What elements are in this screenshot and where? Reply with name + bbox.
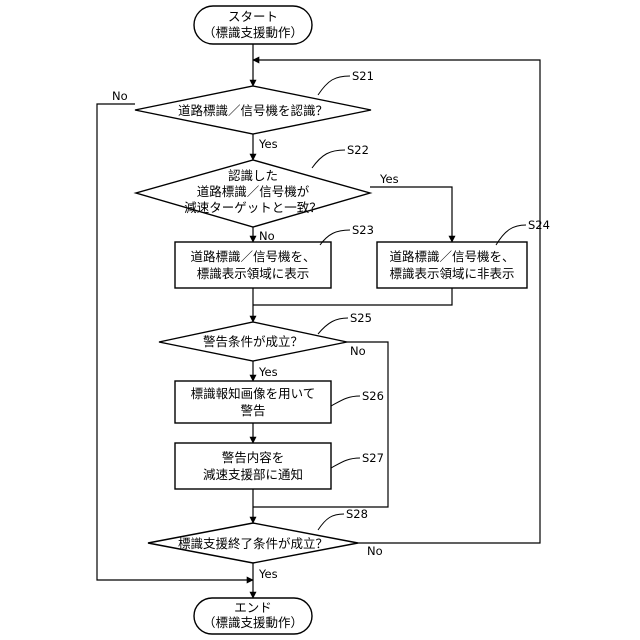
start-terminal: スタート （標識支援動作） <box>194 6 312 44</box>
s26-ref: S26 <box>362 389 384 403</box>
decision-s21: 道路標識／信号機を認識？ <box>135 86 371 134</box>
process-s23-text-1: 道路標識／信号機を、 <box>190 249 315 264</box>
s24-ref: S24 <box>528 218 550 232</box>
s28-yes-label: Yes <box>258 567 278 581</box>
s28-leader <box>318 514 344 530</box>
s22-ref: S22 <box>347 143 369 157</box>
s21-no-label: No <box>112 89 128 103</box>
s27-leader <box>331 458 360 468</box>
s28-ref: S28 <box>346 507 368 521</box>
decision-s21-text: 道路標識／信号機を認識？ <box>178 103 328 118</box>
process-s27: 警告内容を 減速支援部に通知 <box>175 443 331 489</box>
s25-yes-label: Yes <box>258 365 278 379</box>
s27-ref: S27 <box>362 451 384 465</box>
process-s26-text-2: 警告 <box>240 403 265 418</box>
s26-leader <box>331 396 360 406</box>
connectors <box>97 44 540 598</box>
s28-no-label: No <box>367 544 383 558</box>
s22-yes-label: Yes <box>379 172 399 186</box>
process-s24-text-2: 標識表示領域に非表示 <box>389 266 514 281</box>
process-s24-text-1: 道路標識／信号機を、 <box>389 249 514 264</box>
process-s26: 標識報知画像を用いて 警告 <box>175 381 331 423</box>
process-s26-text-1: 標識報知画像を用いて <box>191 386 316 401</box>
s22-leader <box>312 150 345 168</box>
s21-yes-label: Yes <box>258 137 278 151</box>
s21-leader <box>318 76 350 95</box>
s21-ref: S21 <box>352 69 374 83</box>
s25-leader <box>318 318 348 334</box>
process-s23: 道路標識／信号機を、 標識表示領域に表示 <box>175 242 331 288</box>
decision-s25: 警告条件が成立？ <box>159 322 347 361</box>
decision-s28: 標識支援終了条件が成立？ <box>148 523 358 563</box>
process-s23-text-2: 標識表示領域に表示 <box>197 266 310 281</box>
process-s24: 道路標識／信号機を、 標識表示領域に非表示 <box>377 242 527 288</box>
process-s27-text-2: 減速支援部に通知 <box>203 467 303 482</box>
arrow-s22-yes-to-s24 <box>370 187 452 242</box>
step-references: S21 S22 S23 S24 S25 S26 S27 S28 <box>312 69 550 530</box>
s25-no-label: No <box>350 344 366 358</box>
end-label: エンド <box>234 600 272 615</box>
decision-s22-text-1: 認識した <box>228 168 278 183</box>
decision-s22: 認識した 道路標識／信号機が 減速ターゲットと一致？ <box>136 160 370 227</box>
s25-ref: S25 <box>350 311 372 325</box>
end-sublabel: （標識支援動作） <box>203 615 303 630</box>
process-s27-text-1: 警告内容を <box>222 450 285 465</box>
s23-ref: S23 <box>352 223 374 237</box>
start-sublabel: （標識支援動作） <box>203 25 303 40</box>
decision-s28-text: 標識支援終了条件が成立？ <box>178 536 328 551</box>
decision-s22-text-3: 減速ターゲットと一致？ <box>184 200 322 215</box>
start-label: スタート <box>228 9 278 24</box>
s22-no-label: No <box>259 229 275 243</box>
arrow-s24-merge <box>253 288 452 305</box>
decision-s25-text: 警告条件が成立？ <box>203 334 303 349</box>
decision-s22-text-2: 道路標識／信号機が <box>197 184 310 199</box>
end-terminal: エンド （標識支援動作） <box>194 598 312 634</box>
